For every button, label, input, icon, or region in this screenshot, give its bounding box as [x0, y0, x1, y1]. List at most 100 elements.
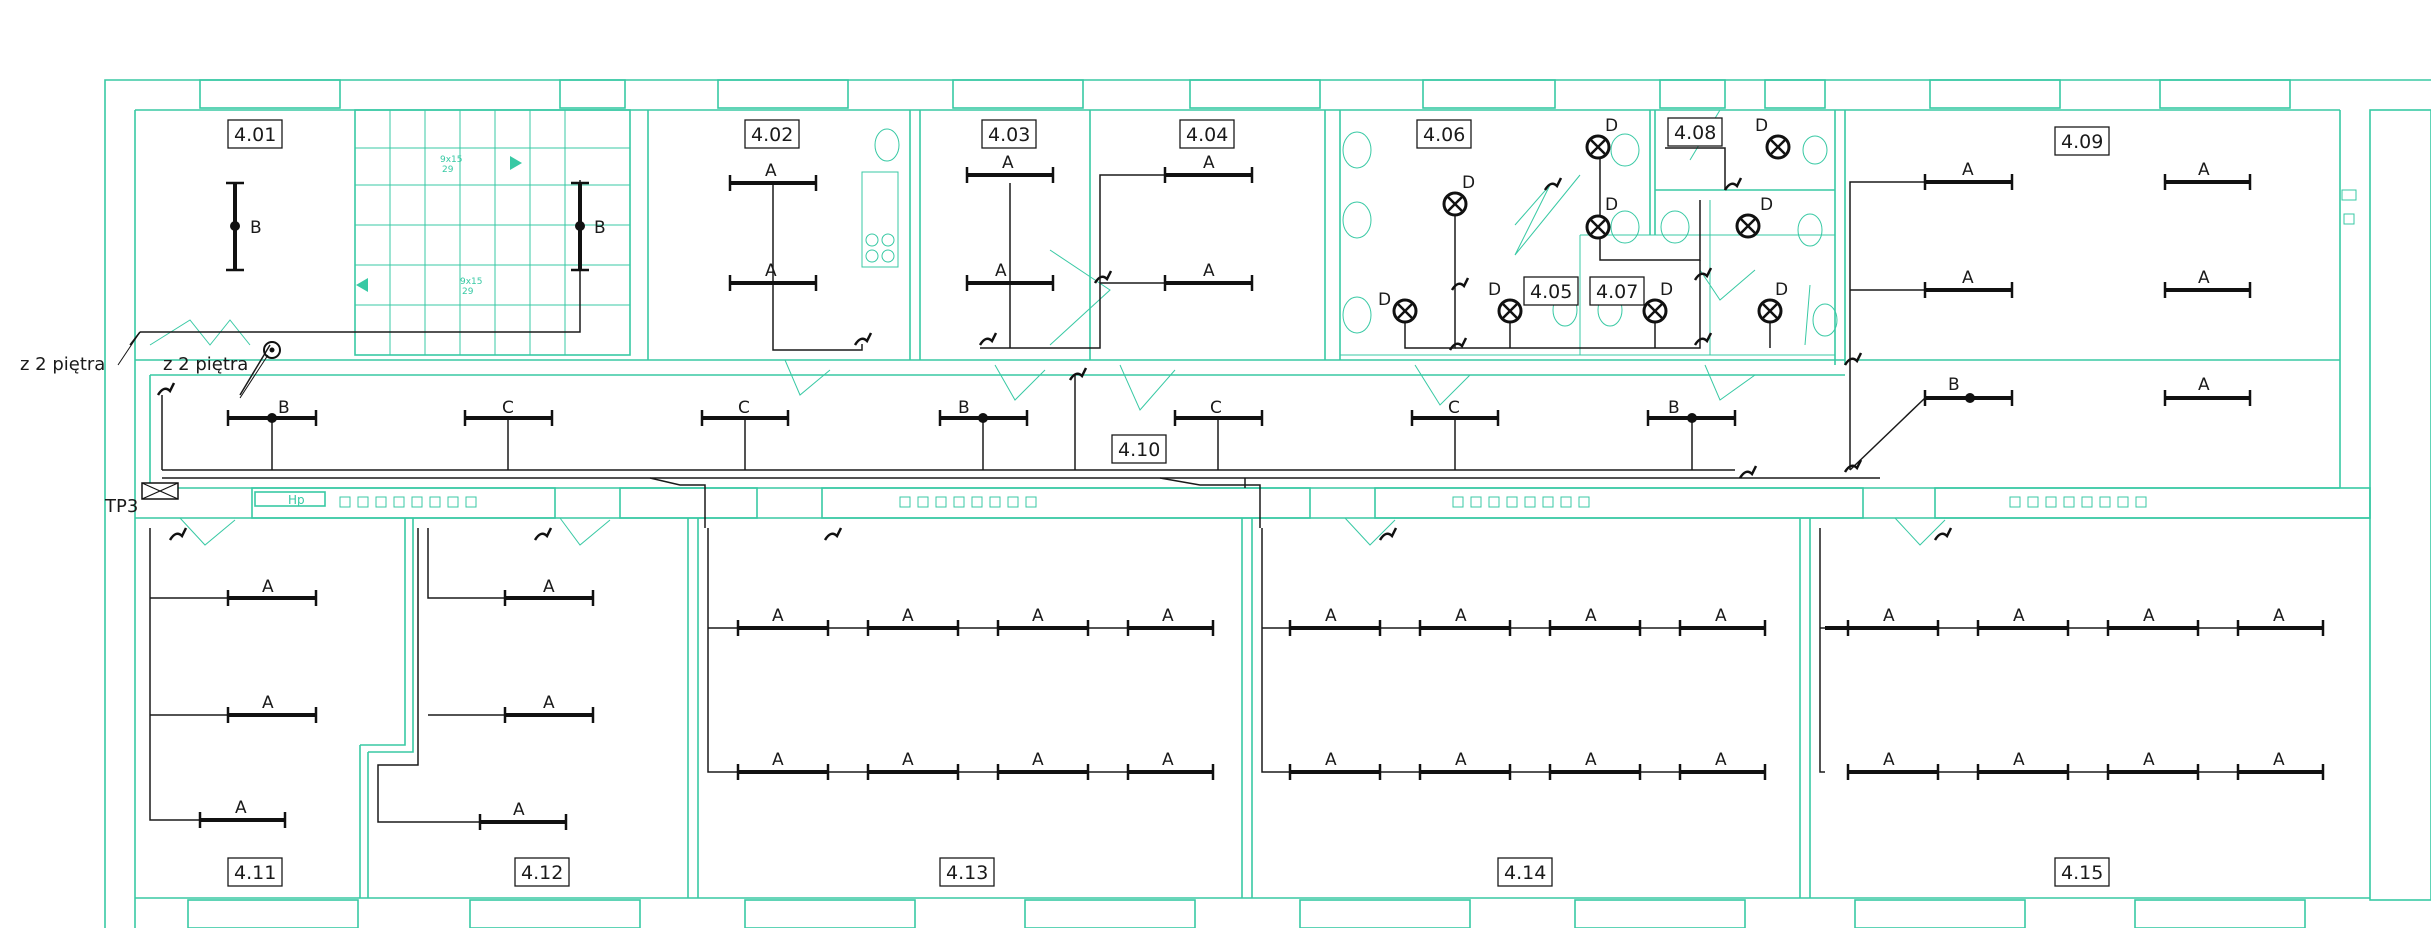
svg-text:4.01: 4.01 — [234, 124, 276, 146]
room-label-4-14: 4.14 — [1497, 857, 1553, 887]
svg-text:A: A — [1883, 606, 1895, 626]
svg-text:B: B — [278, 398, 290, 418]
svg-text:A: A — [1455, 606, 1467, 626]
lamp-type-label: B — [594, 218, 606, 238]
lamp-d-fixtures — [1392, 134, 1791, 324]
svg-text:A: A — [1002, 153, 1014, 173]
lamp-a — [226, 590, 318, 606]
svg-text:4.04: 4.04 — [1186, 124, 1228, 146]
svg-text:A: A — [1715, 606, 1727, 626]
lamp-b — [1923, 390, 2014, 406]
svg-text:A: A — [262, 693, 274, 713]
lamp-c — [1173, 410, 1264, 426]
svg-text:A: A — [2143, 606, 2155, 626]
svg-text:C: C — [502, 398, 514, 418]
lamp-a — [1163, 167, 1254, 183]
svg-text:4.09: 4.09 — [2061, 131, 2103, 153]
svg-text:A: A — [1962, 268, 1974, 288]
lamp-a — [1923, 282, 2014, 298]
svg-text:D: D — [1760, 195, 1773, 215]
svg-text:A: A — [772, 606, 784, 626]
svg-text:A: A — [1032, 750, 1044, 770]
svg-text:A: A — [2013, 750, 2025, 770]
svg-text:A: A — [902, 606, 914, 626]
svg-text:B: B — [1948, 375, 1960, 395]
svg-text:C: C — [1448, 398, 1460, 418]
lamp-a — [965, 275, 1055, 291]
svg-text:A: A — [1883, 750, 1895, 770]
svg-text:A: A — [1715, 750, 1727, 770]
lamp-a — [503, 707, 595, 723]
svg-text:A: A — [513, 800, 525, 820]
svg-text:D: D — [1605, 116, 1618, 136]
svg-text:B: B — [1668, 398, 1680, 418]
lamp-a — [2163, 174, 2252, 190]
svg-text:A: A — [1325, 750, 1337, 770]
lamp-fixtures: B B — [198, 167, 2325, 830]
svg-text:D: D — [1755, 116, 1768, 136]
riser-icon — [263, 341, 281, 359]
svg-text:4.07: 4.07 — [1596, 281, 1638, 303]
room-labels: 4.01 4.02 4.03 4.04 4.05 4.06 4.07 4.08 … — [227, 117, 2110, 887]
lamp-d-icon — [1497, 298, 1523, 324]
svg-text:4.10: 4.10 — [1118, 439, 1160, 461]
lamp-d-icon — [1735, 213, 1761, 239]
svg-text:A: A — [1162, 750, 1174, 770]
room-label-4-05: 4.05 — [1523, 276, 1579, 306]
lamp-row-4-15 — [1825, 620, 2325, 780]
svg-text:A: A — [1325, 606, 1337, 626]
svg-text:4.12: 4.12 — [521, 862, 563, 884]
lamp-a — [478, 814, 568, 830]
svg-text:A: A — [1585, 606, 1597, 626]
room-label-4-06: 4.06 — [1416, 119, 1472, 149]
svg-text:A: A — [2013, 606, 2025, 626]
lamp-d-icon — [1392, 298, 1418, 324]
svg-text:A: A — [765, 161, 777, 181]
svg-text:A: A — [1203, 261, 1215, 281]
room-label-4-03: 4.03 — [981, 119, 1037, 149]
svg-text:4.02: 4.02 — [751, 124, 793, 146]
lamp-d-icon — [1642, 298, 1668, 324]
panel-label: TP3 — [104, 496, 138, 517]
svg-text:4.05: 4.05 — [1530, 281, 1572, 303]
svg-text:4.11: 4.11 — [234, 862, 276, 884]
room-label-4-02: 4.02 — [744, 119, 800, 149]
svg-text:A: A — [2143, 750, 2155, 770]
lamp-a — [503, 590, 595, 606]
lamp-a — [728, 275, 818, 291]
lamp-d-icon — [1442, 191, 1468, 217]
lamp-a — [198, 812, 287, 828]
lamp-type-letters: A A A A A A A A A A B A B C C B C C B A … — [235, 116, 2285, 820]
lamp-b — [571, 181, 589, 272]
svg-text:A: A — [235, 798, 247, 818]
svg-text:A: A — [2198, 268, 2210, 288]
lamp-b — [1646, 410, 1737, 426]
svg-text:A: A — [2198, 375, 2210, 395]
svg-text:D: D — [1605, 195, 1618, 215]
room-label-4-12: 4.12 — [514, 857, 570, 887]
svg-text:A: A — [995, 261, 1007, 281]
lamp-a — [2163, 282, 2252, 298]
lamp-b — [226, 181, 244, 272]
room-label-4-01: 4.01 — [227, 119, 283, 149]
lamp-c — [1410, 410, 1500, 426]
lamp-d-icon — [1757, 298, 1783, 324]
switch-icons — [156, 177, 1953, 541]
svg-text:D: D — [1378, 290, 1391, 310]
stair-treads — [355, 110, 630, 355]
svg-text:A: A — [772, 750, 784, 770]
riser-label-right: z 2 piętra — [163, 354, 248, 375]
svg-text:A: A — [1455, 750, 1467, 770]
room-label-4-04: 4.04 — [1179, 119, 1235, 149]
svg-text:A: A — [2198, 160, 2210, 180]
svg-text:A: A — [543, 693, 555, 713]
lamp-b — [938, 410, 1029, 426]
panel-icon — [141, 482, 179, 500]
lamp-row-4-13 — [736, 620, 1215, 780]
svg-text:A: A — [1203, 153, 1215, 173]
lamp-a — [728, 175, 818, 191]
svg-text:D: D — [1775, 280, 1788, 300]
svg-text:4.14: 4.14 — [1504, 862, 1546, 884]
lamp-type-label: B — [250, 218, 262, 238]
